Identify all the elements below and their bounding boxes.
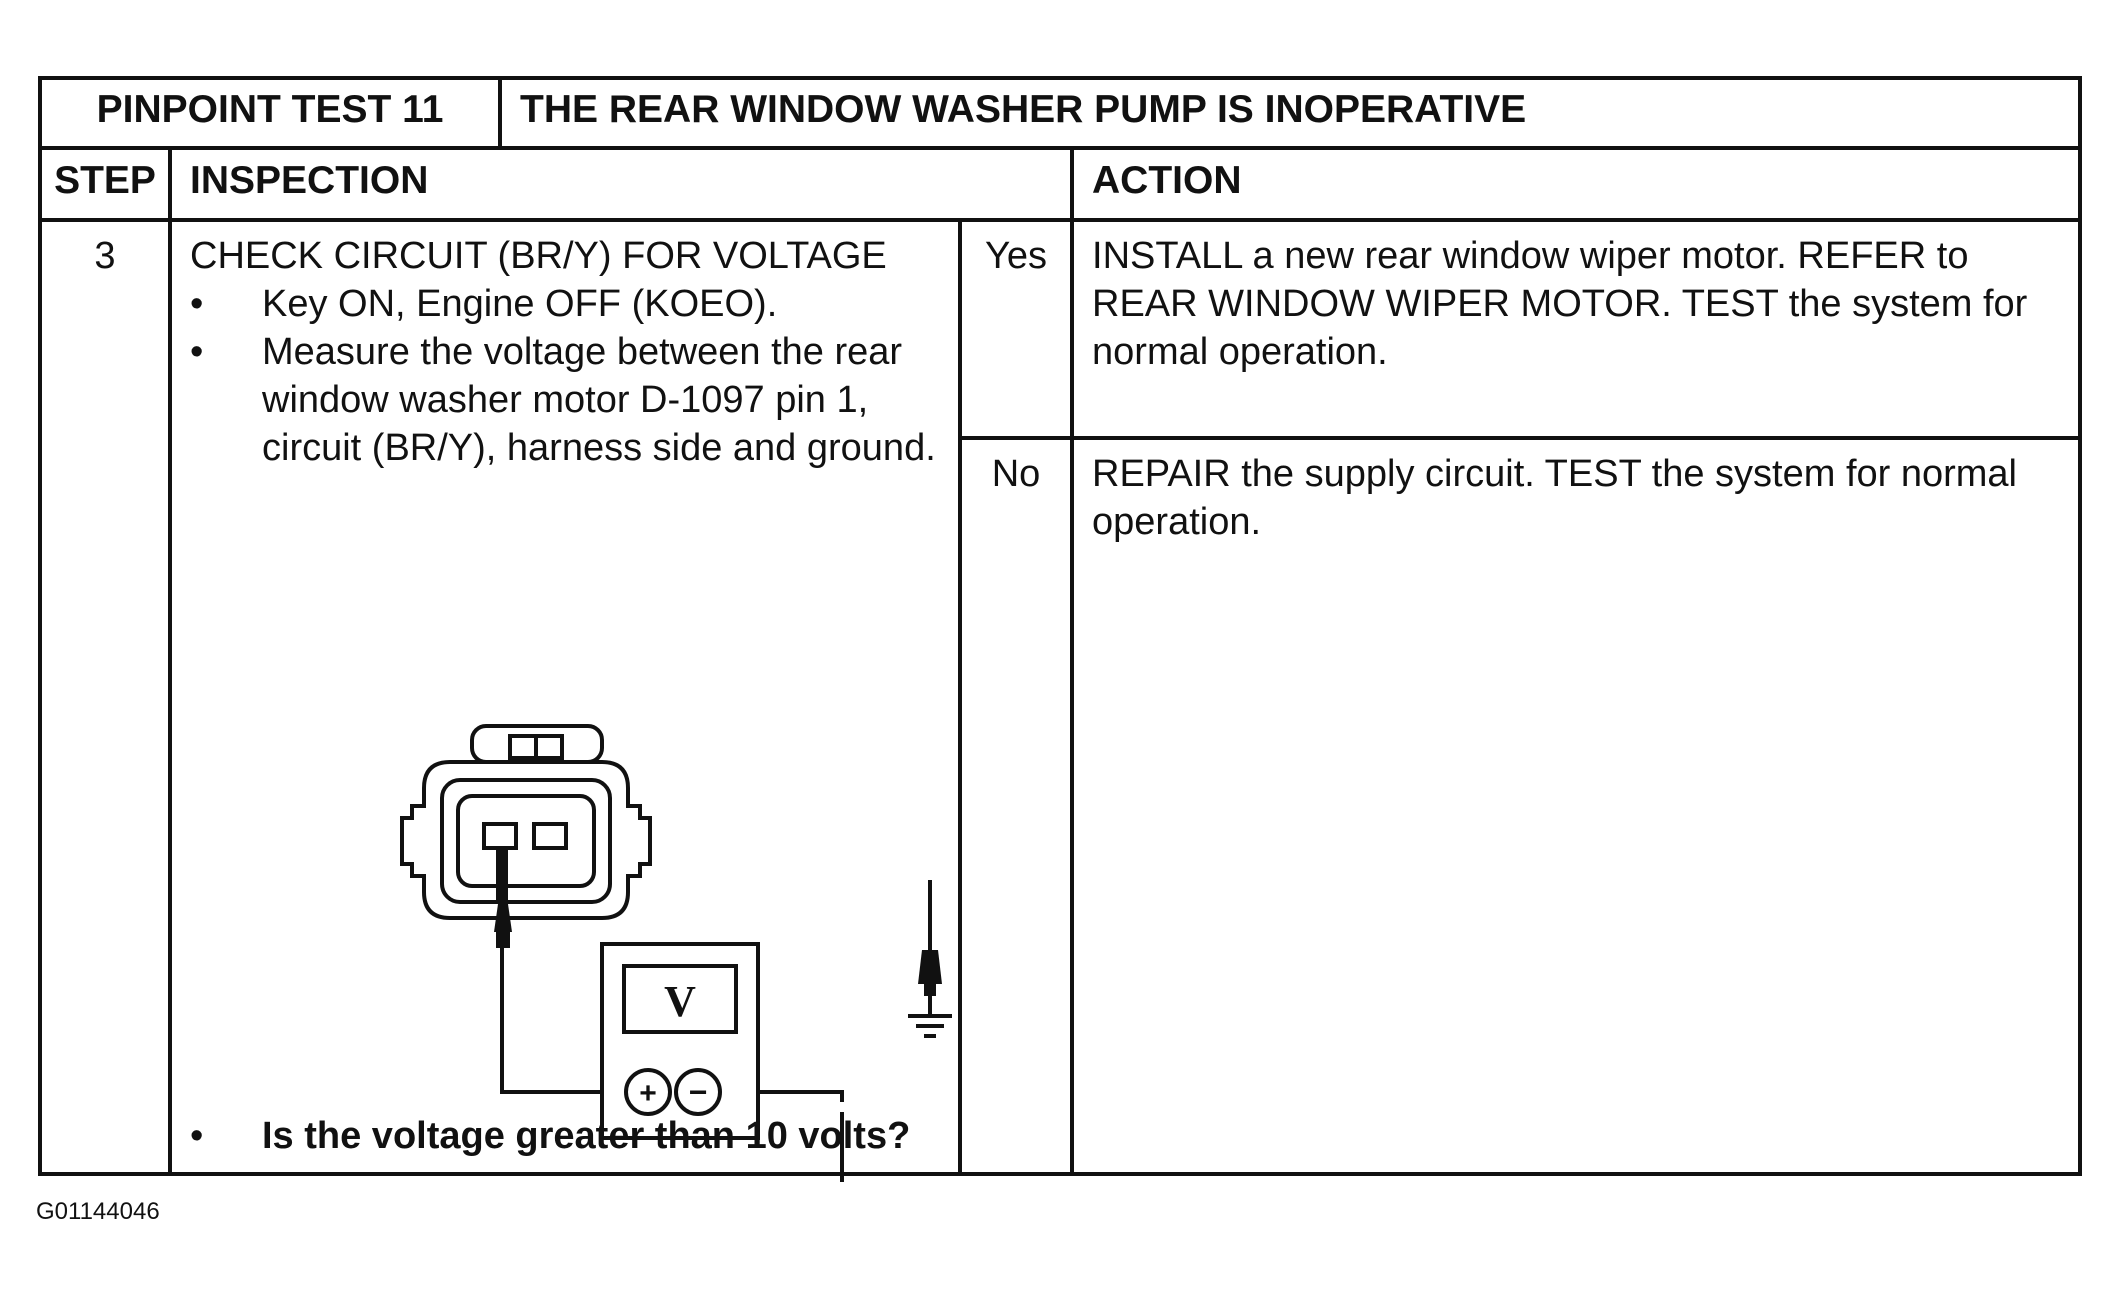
test-label: PINPOINT TEST 11 bbox=[37, 76, 503, 150]
action-yes: INSTALL a new rear window wiper motor. R… bbox=[1070, 218, 2083, 440]
minus-terminal: − bbox=[689, 1074, 708, 1110]
figure-id: G01144046 bbox=[36, 1198, 160, 1225]
probe-icon bbox=[494, 904, 512, 948]
meter-label: V bbox=[664, 977, 696, 1026]
column-header-inspection: INSPECTION bbox=[167, 146, 1075, 222]
ground-probe-icon bbox=[832, 1102, 852, 1112]
answer-no: No bbox=[958, 436, 1075, 1176]
step-number: 3 bbox=[38, 218, 172, 1176]
answer-yes: Yes bbox=[958, 218, 1075, 440]
column-header-step: STEP bbox=[38, 146, 172, 222]
inspection-title: CHECK CIRCUIT (BR/Y) FOR VOLTAGE bbox=[190, 235, 887, 277]
voltage-test-diagram: V + − bbox=[400, 724, 852, 1182]
inspection-bullet: Key ON, Engine OFF (KOEO). bbox=[190, 280, 940, 328]
test-title: THE REAR WINDOW WASHER PUMP IS INOPERATI… bbox=[498, 76, 2083, 150]
plus-terminal: + bbox=[639, 1077, 657, 1110]
inspection-question: Is the voltage greater than 10 volts? bbox=[190, 1112, 940, 1160]
inspection-bullets: Key ON, Engine OFF (KOEO). Measure the v… bbox=[190, 280, 940, 472]
inspection-cell: CHECK CIRCUIT (BR/Y) FOR VOLTAGE Key ON,… bbox=[167, 218, 963, 1182]
voltmeter-icon: V + − bbox=[600, 942, 760, 1140]
connector-icon bbox=[400, 724, 652, 920]
pinpoint-test-table: PINPOINT TEST 11 THE REAR WINDOW WASHER … bbox=[37, 76, 2083, 1182]
column-header-action: ACTION bbox=[1070, 146, 2083, 222]
inspection-bullet: Measure the voltage between the rear win… bbox=[190, 328, 940, 472]
action-no: REPAIR the supply circuit. TEST the syst… bbox=[1070, 436, 2083, 1176]
